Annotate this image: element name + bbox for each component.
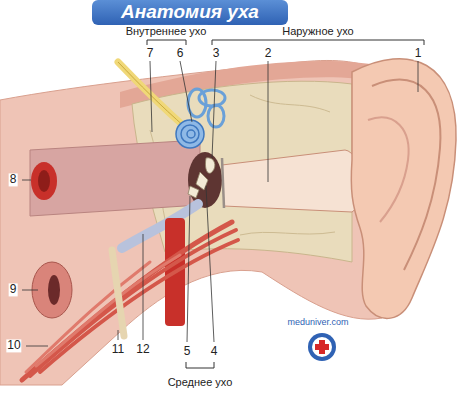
head-tissue xyxy=(0,60,382,385)
semicircular-canal xyxy=(208,105,224,127)
leader-line xyxy=(143,234,144,340)
callout-number: 2 xyxy=(264,47,273,60)
artery-lumen xyxy=(38,170,50,192)
cochlea-turn xyxy=(187,130,195,138)
leader-line xyxy=(268,61,269,182)
callout-number: 9 xyxy=(9,283,18,296)
callout-number: 5 xyxy=(183,345,192,358)
callout-number: 10 xyxy=(6,339,21,352)
callout-number: 12 xyxy=(135,343,150,356)
logo-inner xyxy=(312,337,332,357)
bracket xyxy=(212,40,424,45)
ear-canal xyxy=(222,150,361,212)
auricle xyxy=(351,59,456,319)
callout-number: 11 xyxy=(111,343,125,356)
cochlea-turn xyxy=(181,125,199,143)
cochlea xyxy=(176,120,204,148)
bracket xyxy=(147,40,424,368)
section-label: Среднее ухо xyxy=(167,376,234,388)
logo-cross xyxy=(315,340,329,354)
inner-band xyxy=(30,140,200,216)
title-banner xyxy=(92,0,288,25)
leader-line xyxy=(150,61,152,132)
semicircular-canal xyxy=(199,90,225,106)
callout-number: 7 xyxy=(146,47,155,60)
leader-line xyxy=(418,61,419,92)
callout-number: 6 xyxy=(176,47,185,60)
section-label: Наружное ухо xyxy=(281,25,354,37)
pharynx-lumen xyxy=(48,275,60,305)
muscles xyxy=(22,222,238,380)
muscles xyxy=(40,240,238,372)
leader-line xyxy=(180,61,192,122)
leader-line xyxy=(22,290,38,291)
section-label: Внутреннее ухо xyxy=(125,25,208,37)
styloid xyxy=(112,250,124,336)
leader-line xyxy=(118,330,119,340)
leader-line xyxy=(187,196,190,342)
auricle-fold xyxy=(372,80,440,270)
artery-section xyxy=(31,162,57,200)
logo xyxy=(308,333,336,361)
leader-line xyxy=(26,346,48,347)
callout-number: 3 xyxy=(212,47,221,60)
watermark: meduniver.com xyxy=(286,318,349,328)
callout-number: 1 xyxy=(414,47,423,60)
callout-number: 4 xyxy=(210,345,219,358)
bracket xyxy=(186,362,214,368)
auricle-fold xyxy=(368,117,409,222)
muscles xyxy=(26,262,150,372)
ossicle xyxy=(205,158,214,173)
diagram-title: Анатомия уха xyxy=(121,2,259,23)
leader-line xyxy=(22,61,418,346)
callout-number: 8 xyxy=(9,173,18,186)
leader-line xyxy=(212,61,216,158)
leader-line xyxy=(206,186,214,342)
bracket xyxy=(147,40,186,45)
leader-line xyxy=(22,180,31,181)
eustachian-tube xyxy=(122,204,198,248)
tympanic-cavity xyxy=(188,152,222,208)
tympanic-membrane xyxy=(222,158,224,208)
